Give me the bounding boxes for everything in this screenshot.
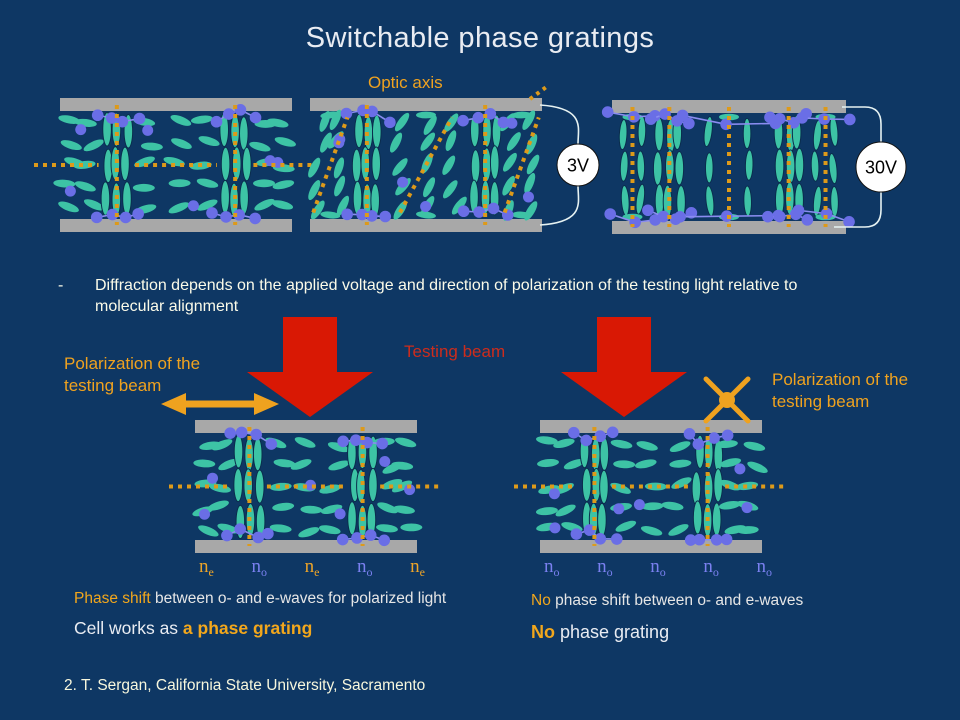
optic-axis-dotted-lines — [311, 105, 541, 225]
optic-axis-dotted-lines — [514, 427, 788, 546]
refractive-index-label: ne — [410, 556, 425, 579]
phase-grating-caption-left: Cell works as a phase grating — [74, 618, 312, 639]
lc-cell-30v: 30V — [601, 100, 907, 234]
page-title: Switchable phase gratings — [305, 22, 655, 54]
lc-cell-diagram: 3V — [308, 98, 600, 232]
optic-axis-dotted-lines — [169, 427, 443, 546]
caption-text: phase grating — [555, 622, 670, 642]
lc-cell-diagram — [514, 420, 788, 553]
voltage-label: 3V — [567, 155, 589, 175]
lc-cell-unpowered — [34, 98, 318, 232]
ion-dots — [601, 106, 856, 229]
optic-axis-dotted-lines — [34, 105, 318, 225]
molecules — [618, 113, 839, 221]
voltage-label: 30V — [865, 157, 897, 177]
caption-highlight: No — [531, 622, 555, 642]
refractive-index-label: no — [703, 556, 719, 579]
lc-cell-diagram — [169, 420, 443, 553]
caption-highlight: Phase shift — [74, 590, 151, 607]
optic-axis-dotted-lines — [630, 107, 828, 227]
lc-cell-parallel-polarization — [169, 420, 443, 553]
voltage-circle — [855, 141, 907, 193]
testing-beam-arrow-icon — [247, 317, 373, 417]
testing-beam-label: Testing beam — [404, 342, 506, 361]
phase-grating-caption-right: No phase grating — [531, 622, 669, 643]
polarization-left-label: Polarization of the testing beam — [64, 354, 201, 395]
voltage-circle — [556, 143, 600, 187]
lc-cell-diagram: 30V — [601, 100, 907, 234]
lc-cell-diagram — [34, 98, 318, 232]
caption-text: Cell works as — [74, 618, 183, 638]
phase-shift-caption-right: No phase shift between o- and e-waves — [531, 592, 803, 610]
electrode-top — [60, 98, 292, 111]
caption-highlight: a phase grating — [182, 618, 313, 638]
electrode-bottom — [195, 540, 417, 553]
ion-dots — [199, 426, 416, 547]
bullet-marker: - — [58, 277, 64, 294]
refractive-index-label: ne — [304, 556, 320, 579]
refractive-index-label: no — [251, 556, 267, 579]
refractive-index-label: no — [357, 556, 373, 579]
refractive-index-label: no — [544, 556, 560, 579]
refractive-index-label: no — [756, 556, 773, 579]
ion-dots — [548, 426, 753, 546]
refractive-index-row-left: ne no ne no ne — [193, 556, 431, 578]
attribution-footer: 2. T. Sergan, California State Universit… — [64, 677, 426, 694]
optic-axis-label: Optic axis — [368, 73, 443, 92]
caption-text: between o- and e-waves for polarized lig… — [150, 590, 447, 607]
caption-highlight: No — [531, 592, 551, 609]
lc-cell-3v: 3V — [308, 98, 600, 232]
refractive-index-label: no — [597, 556, 613, 579]
electrode-bottom — [540, 540, 762, 553]
ion-dots — [64, 104, 284, 225]
bullet-item: - Diffraction depends on the applied vol… — [58, 275, 848, 317]
polarization-right-label: Polarization of the testing beam — [772, 370, 909, 411]
caption-text: phase shift between o- and e-waves — [550, 592, 804, 609]
testing-beam-arrow-icon — [561, 317, 687, 417]
refractive-index-label: ne — [199, 556, 214, 579]
refractive-index-label: no — [650, 556, 666, 579]
lc-cell-perpendicular-polarization — [514, 420, 788, 553]
bullet-text: Diffraction depends on the applied volta… — [95, 277, 798, 315]
electrode-bottom — [310, 219, 542, 232]
refractive-index-row-right: no no no no no — [538, 556, 778, 578]
phase-shift-caption-left: Phase shift between o- and e-waves for p… — [74, 590, 446, 608]
